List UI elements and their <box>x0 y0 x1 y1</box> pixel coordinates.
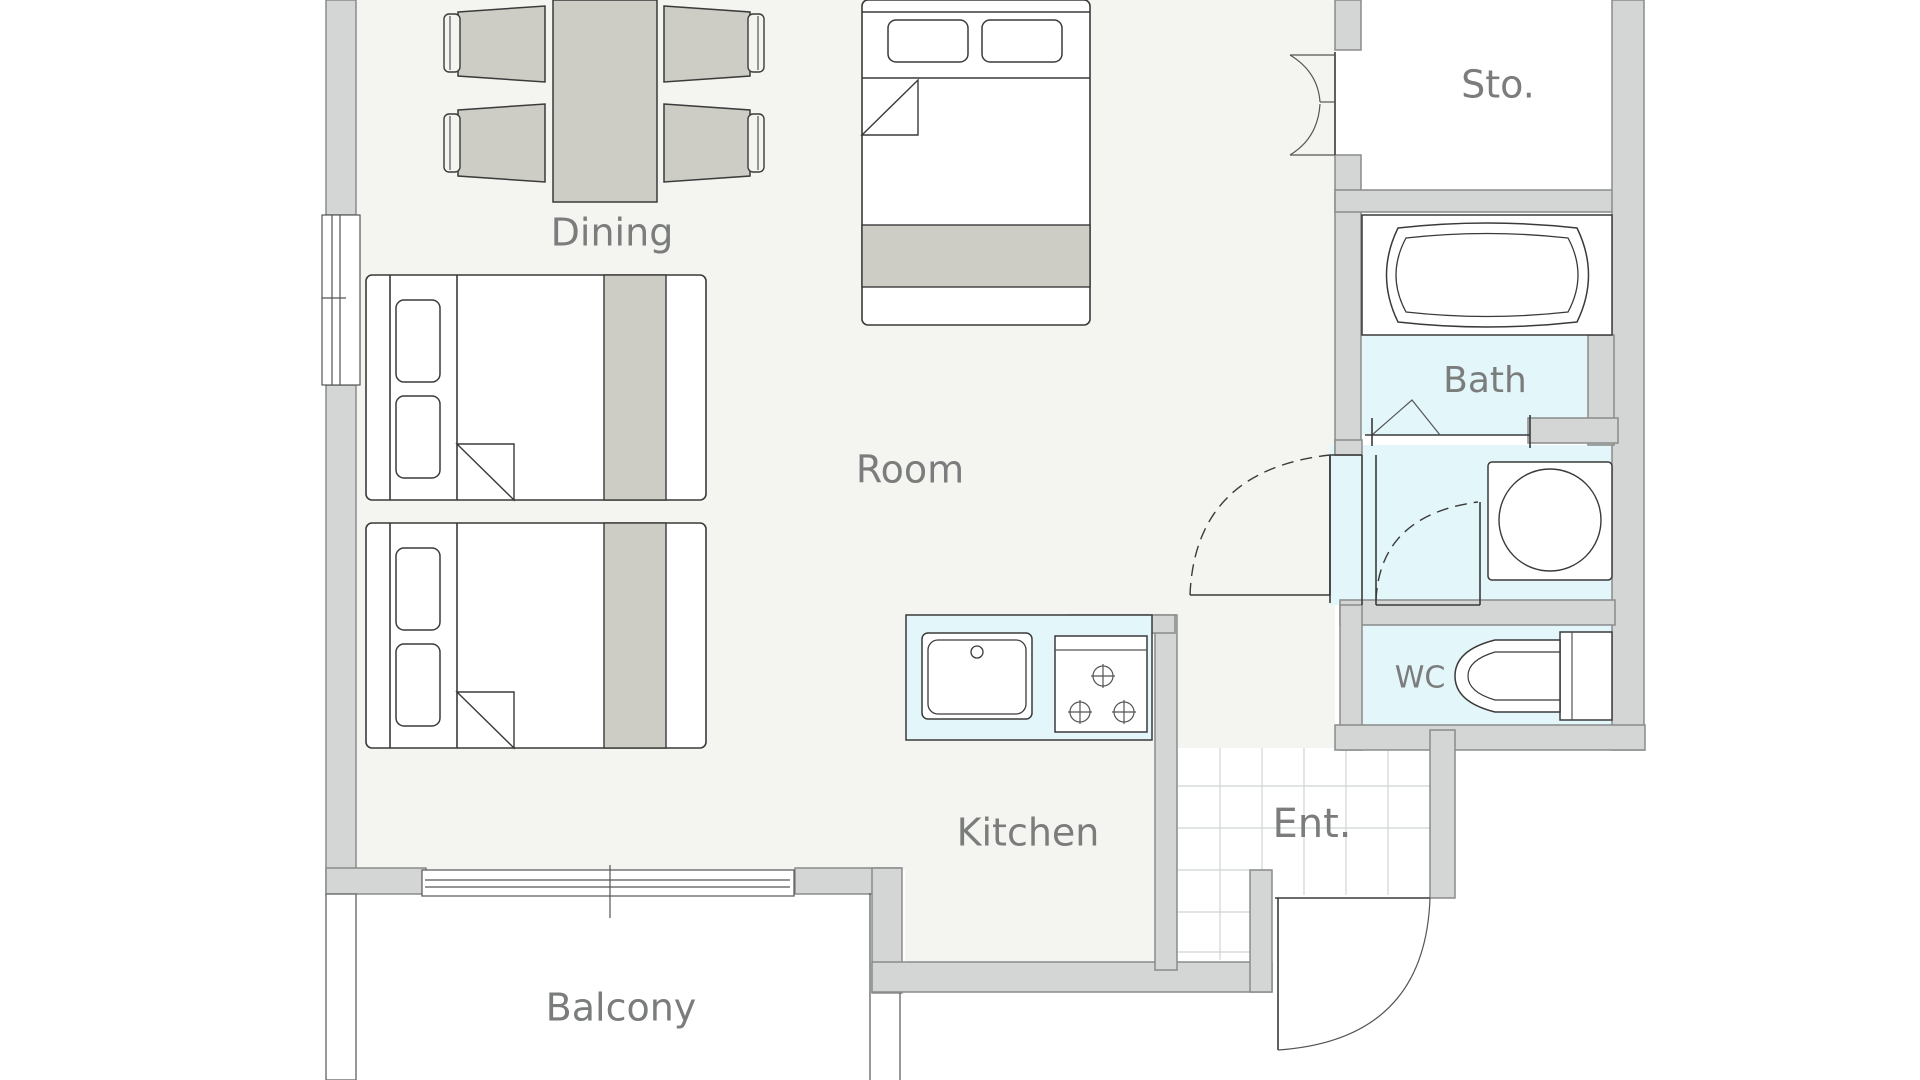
window-icon <box>321 214 361 386</box>
kitchen-counter <box>905 614 1153 741</box>
door-swing-icon <box>1289 52 1336 156</box>
bottom-right-wall <box>1334 724 1646 751</box>
chair-icon <box>443 103 546 183</box>
chair-icon <box>663 103 765 183</box>
storage-floor <box>1340 0 1610 190</box>
washing-machine-icon <box>1487 461 1613 581</box>
kitchen-right-wall <box>1154 614 1178 971</box>
bath-door <box>1365 399 1531 448</box>
dining-table-icon <box>552 0 658 203</box>
entrance-left-wall <box>1249 869 1273 993</box>
kitchen-bottom-wall <box>871 961 1273 993</box>
storage-bottom-wall <box>1334 189 1616 213</box>
bottom-wall-left <box>325 867 427 895</box>
left-wall-upper <box>325 0 357 216</box>
storage-label: Sto. <box>1461 63 1535 107</box>
wet-area-left-wall <box>1334 439 1363 456</box>
bath-label: Bath <box>1443 360 1527 401</box>
right-wall <box>1611 0 1645 751</box>
left-wall-lower <box>325 384 357 896</box>
entrance-tiles <box>1178 748 1430 960</box>
washroom-bottom-wall <box>1339 599 1616 626</box>
door-swing-icon <box>1275 897 1431 1051</box>
dining-label: Dining <box>551 211 674 255</box>
stove-burner-icon <box>1054 635 1148 733</box>
balcony-outline <box>325 893 901 1080</box>
dining-set <box>443 0 765 203</box>
bed-icon <box>860 0 1091 326</box>
kitchen-floor <box>905 740 1155 965</box>
bathtub-icon <box>1361 214 1613 336</box>
room-label: Room <box>856 448 964 492</box>
walls <box>325 0 1646 994</box>
windows <box>321 214 795 918</box>
floor-areas <box>355 0 1612 1080</box>
chair-icon <box>443 5 546 83</box>
bed-icon <box>365 274 707 502</box>
wc-label: WC <box>1395 661 1446 696</box>
center-partition-upper <box>1334 0 1362 51</box>
sink-icon <box>921 632 1033 720</box>
door-swing-icon <box>1189 454 1331 596</box>
balcony-label: Balcony <box>546 986 697 1030</box>
balcony-sliding-door <box>421 865 795 918</box>
kitchen-label: Kitchen <box>957 811 1100 855</box>
chair-icon <box>663 5 765 83</box>
room-labels: Dining Room Kitchen Balcony Sto. Bath WC… <box>546 63 1535 1030</box>
bath-bottom-wall <box>1527 417 1619 444</box>
balcony-floor <box>355 900 870 1080</box>
entrance-label: Ent. <box>1272 801 1351 847</box>
bed-icon <box>365 522 707 750</box>
entrance-right-wall <box>1429 729 1456 899</box>
toilet-icon <box>1454 631 1613 721</box>
